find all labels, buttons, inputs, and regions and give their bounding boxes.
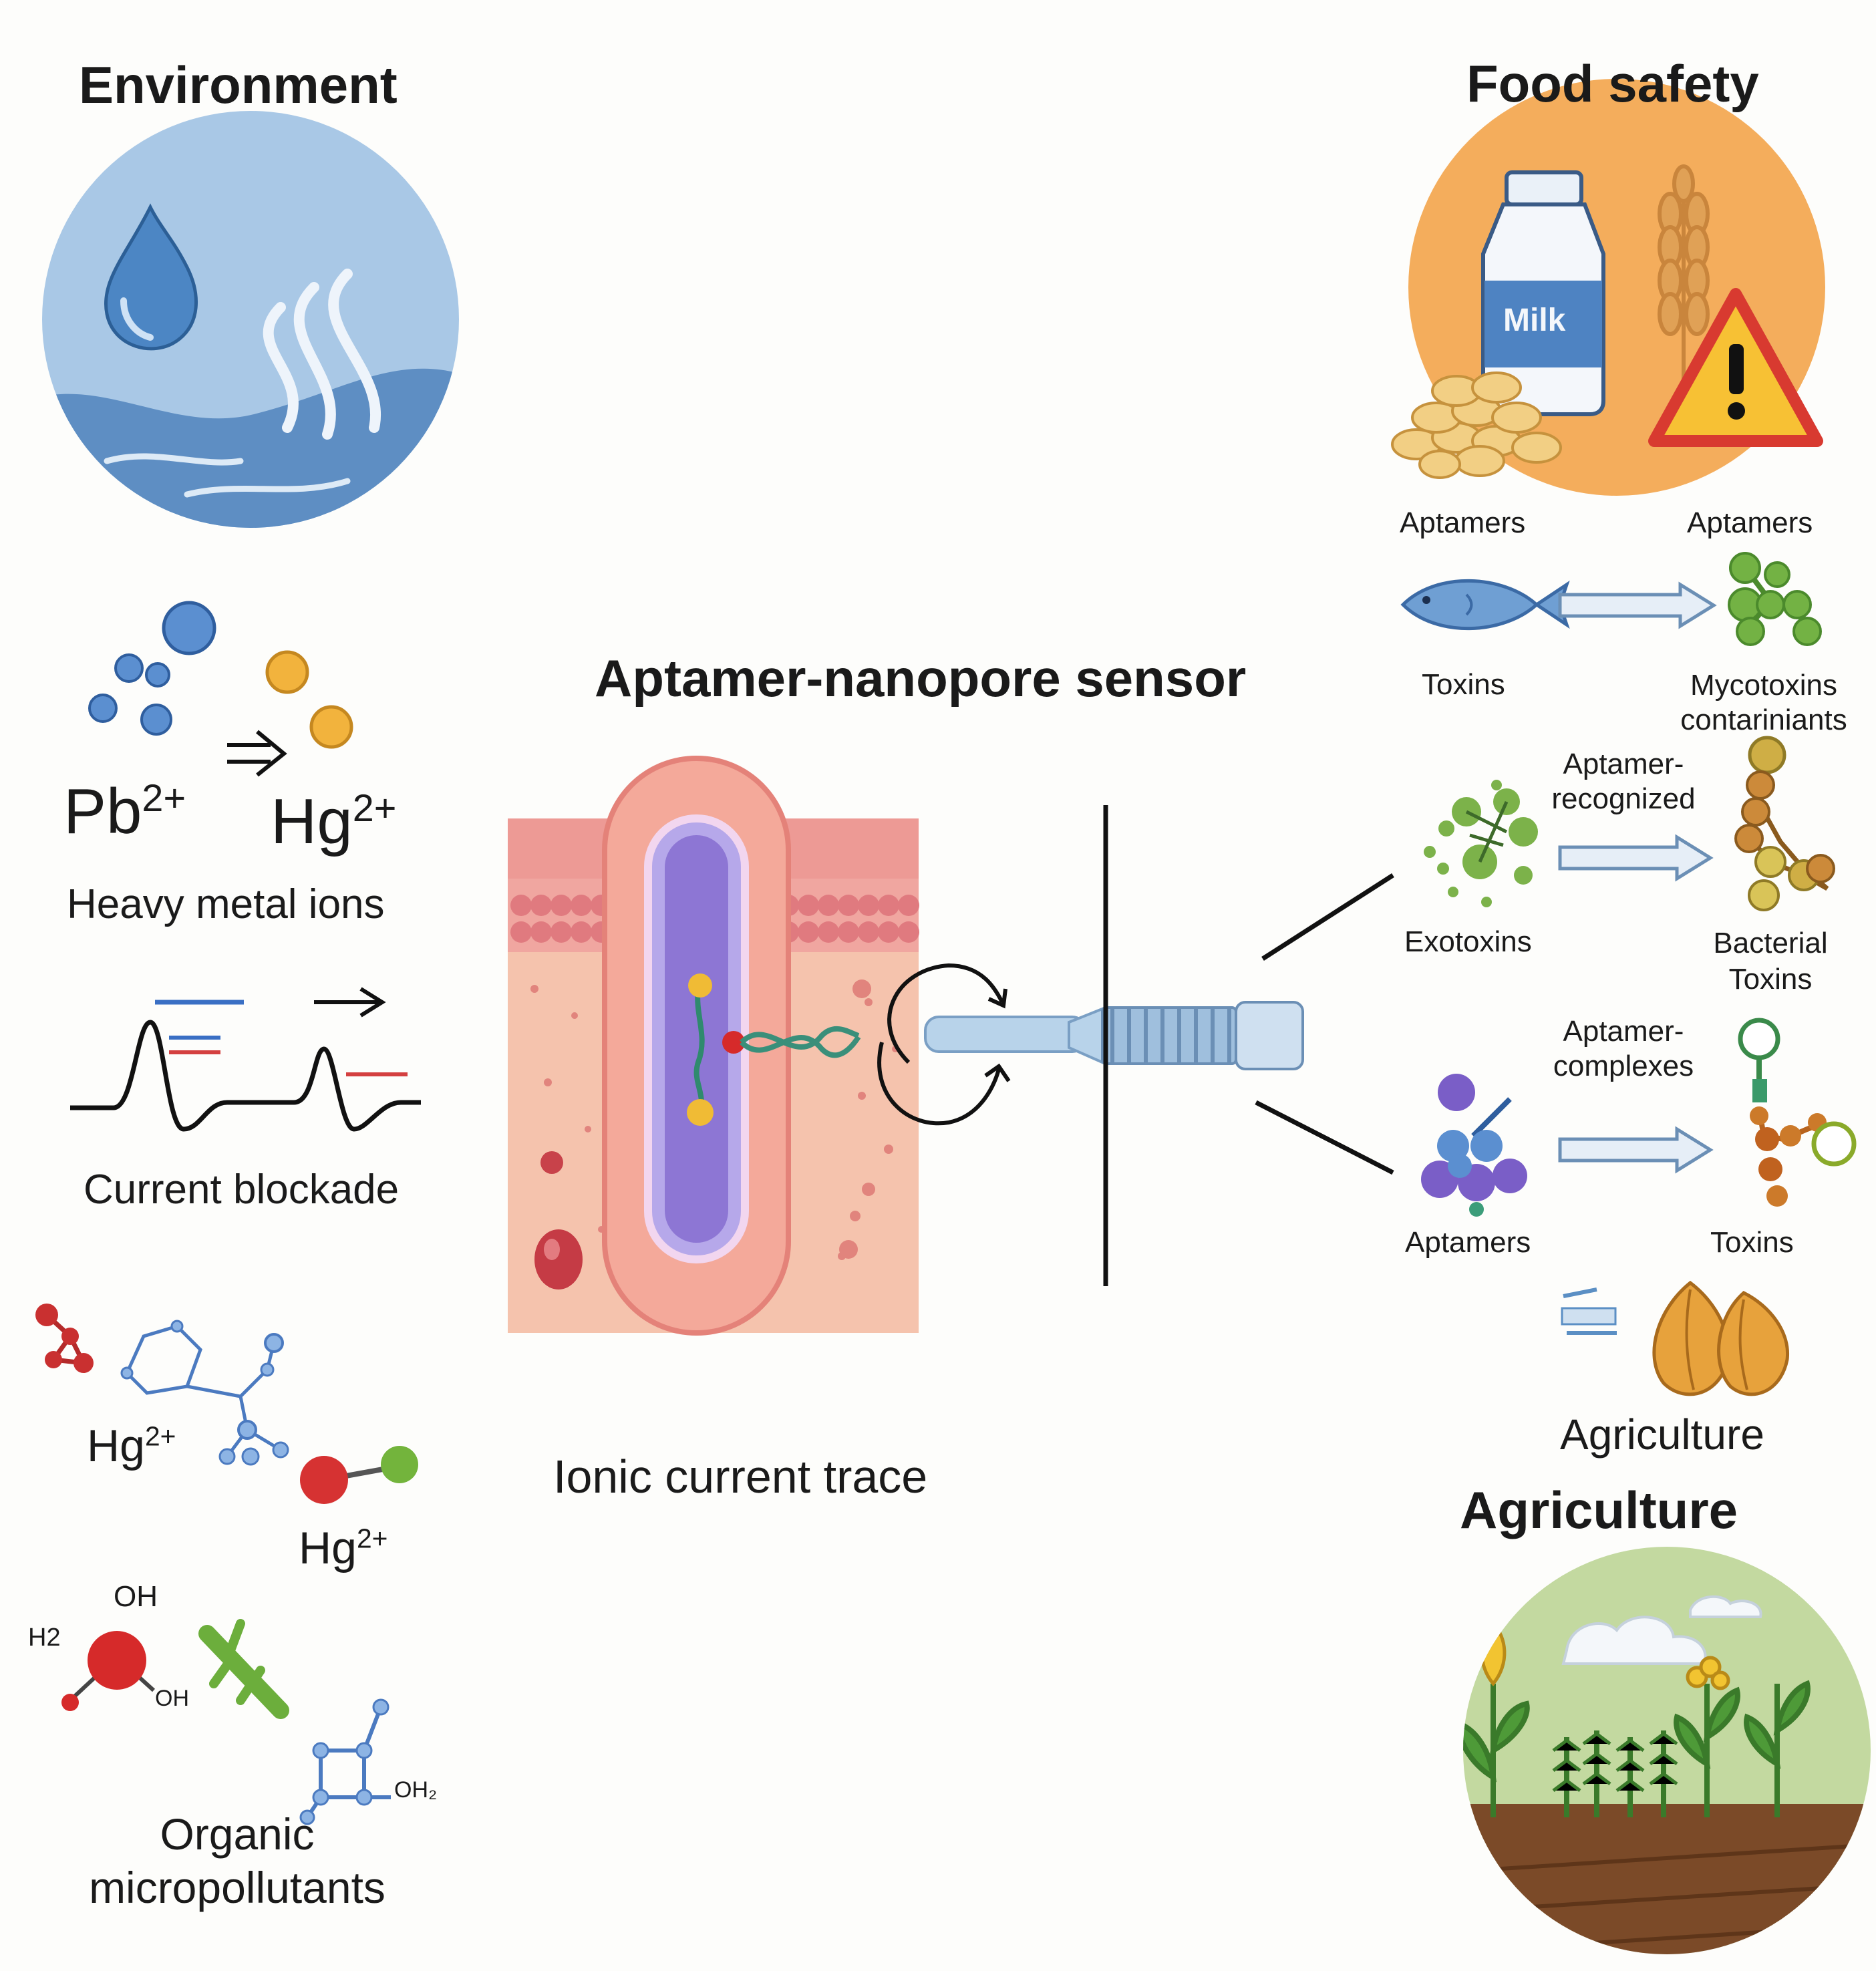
heavy-metal-ions-icon [88,601,353,777]
bacterial-toxin-icon [1734,736,1835,911]
row3-arrow-line1: Aptamer- [1563,1015,1684,1048]
sensor-title: Aptamer-nanopore sensor [595,649,1247,708]
ion-label-hg-text: Hg2+ [271,786,397,857]
row2-arrow-line1: Aptamer- [1563,748,1684,780]
ion-label-pb-text: Pb2+ [63,776,186,847]
row2-arrow-label: Aptamer- recognized [1537,747,1710,816]
food-safety-title: Food safety [1466,54,1759,113]
row2-left-bottom-label: Exotoxins [1404,925,1532,958]
agriculture-title: Agriculture [1460,1481,1738,1539]
organic-label-line1: Organic [160,1809,315,1859]
arrow-row-1 [1558,581,1717,629]
row2-right-bottom-line2: Toxins [1728,963,1813,996]
ion-charge: 2+ [142,777,186,820]
organic-micropollutants-label: Organic micropollutants [60,1807,414,1914]
h2-label: H2 [28,1624,61,1652]
membrane-nanopore-illustration [508,756,1394,1336]
oh-label: OH [114,1580,158,1613]
environment-title: Environment [79,55,398,114]
agriculture-field-icon [1463,1547,1871,1954]
row1-right-top-label: Aptamers [1687,506,1813,539]
oh2-label: OH₂ [394,1777,438,1803]
milk-label: Milk [1503,303,1566,338]
hg-label-2: Hg2+ [299,1523,388,1573]
row1-left-top-label: Aptamers [1400,506,1526,539]
current-blockade-label: Current blockade [84,1167,400,1213]
organic-micropollutants-icon [61,1619,391,1825]
ion-charge: 2+ [352,787,397,830]
mycotoxin-molecule-icon [1728,552,1822,646]
row2-arrow-line2: recognized [1551,782,1696,815]
row1-right-bottom-line1: Mycotoxins [1690,669,1838,702]
row3-right-bottom-label: Toxins [1710,1226,1794,1259]
row1-right-bottom-line2: contariniants [1680,704,1847,736]
environment-water-icon [42,111,459,528]
ion-label-pb: Pb2+ [63,775,186,849]
hg-molecules-icon [35,1304,418,1504]
ionic-current-trace-label: Ionic current trace [553,1451,928,1503]
arrow-row-2 [1558,834,1714,882]
row3-left-bottom-label: Aptamers [1405,1226,1531,1259]
row1-left-bottom-label: Toxins [1422,668,1505,701]
hg-label-1: Hg2+ [87,1420,176,1471]
aptamer-cluster-icon [1421,1074,1527,1217]
arrow-row-3 [1558,1126,1714,1174]
exotoxin-molecule-icon [1424,780,1538,907]
seed-icon [1561,1280,1790,1396]
food-safety-icon [1391,79,1825,496]
ion-charge: 2+ [356,1523,388,1554]
fish-toxin-icon [1400,579,1570,631]
row1-right-bottom-label: Mycotoxins contariniants [1657,668,1871,738]
heavy-metal-ions-label: Heavy metal ions [67,881,385,927]
ion-label-hg: Hg2+ [271,785,396,859]
oh-minus-label: OH [155,1686,189,1711]
row2-right-bottom-label: Bacterial Toxins [1684,925,1857,998]
organic-label-line2: micropollutants [89,1863,385,1912]
agriculture-small-label: Agriculture [1560,1410,1764,1459]
ion-charge: 2+ [144,1420,176,1452]
current-blockade-trace [70,987,421,1132]
row3-arrow-label: Aptamer- complexes [1537,1014,1710,1084]
toxin-aptamer-complex-icon [1738,1018,1857,1207]
row2-right-bottom-line1: Bacterial [1713,927,1828,959]
row3-arrow-line2: complexes [1553,1050,1694,1082]
